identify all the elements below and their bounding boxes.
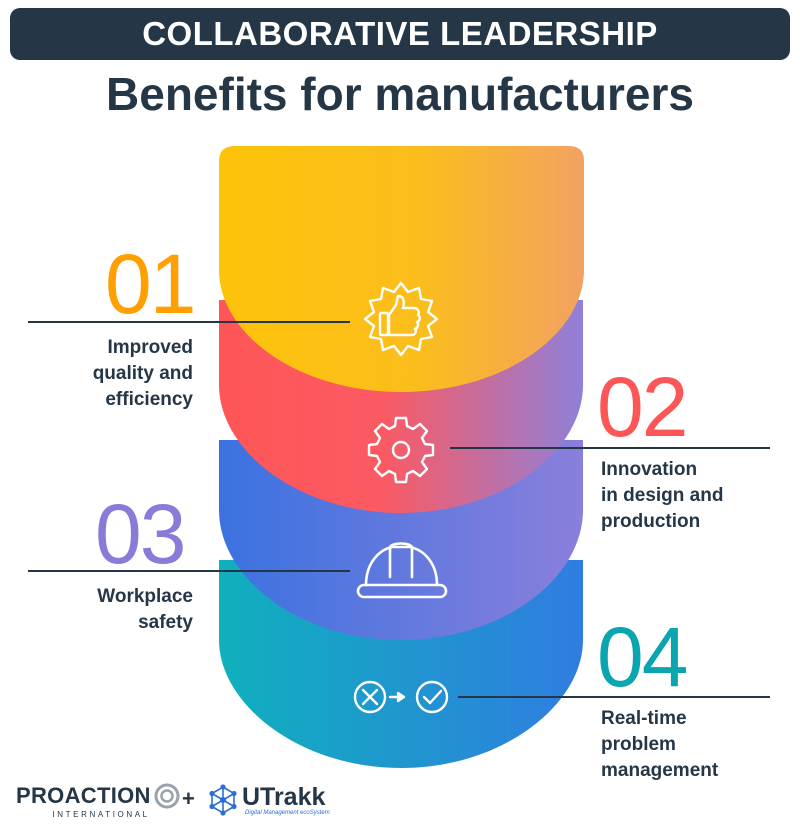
item-04-label: Real-time problem management bbox=[601, 706, 781, 784]
item-02-number: 02 bbox=[597, 360, 688, 454]
item-04-line-1: Real-time bbox=[601, 708, 687, 729]
proaction-swirl-icon bbox=[154, 783, 180, 809]
header-banner: COLLABORATIVE LEADERSHIP bbox=[10, 8, 790, 60]
utrakk-network-icon bbox=[209, 784, 237, 816]
item-01-line-2: quality and bbox=[92, 363, 193, 384]
item-03-line-1: Workplace bbox=[97, 586, 193, 607]
thumbs-up-badge-icon bbox=[363, 281, 439, 357]
layer-01-shape bbox=[219, 146, 584, 392]
proaction-logo-text: PROACTION bbox=[16, 783, 151, 808]
item-02-line-1: Innovation bbox=[601, 459, 698, 480]
item-03-label: Workplace safety bbox=[40, 584, 193, 636]
proaction-logo-subtext: INTERNATIONAL bbox=[52, 810, 150, 819]
page-title: Benefits for manufacturers bbox=[106, 68, 694, 120]
item-04-number: 04 bbox=[597, 610, 688, 704]
item-01-label: Improved quality and efficiency bbox=[40, 335, 193, 413]
item-03-line-2: safety bbox=[138, 612, 193, 633]
problem-to-solved-icon bbox=[353, 680, 449, 714]
item-01-line-3: efficiency bbox=[105, 389, 193, 410]
banner-text: COLLABORATIVE LEADERSHIP bbox=[142, 15, 658, 52]
utrakk-logo-subtext: Digital Management ecoSystem bbox=[245, 810, 330, 816]
item-01-line-1: Improved bbox=[107, 337, 193, 358]
hard-hat-icon bbox=[356, 542, 448, 599]
gear-icon bbox=[367, 416, 435, 484]
proaction-logo: PROACTION INTERNATIONAL bbox=[16, 783, 180, 819]
item-03-number: 03 bbox=[95, 487, 186, 581]
item-01-number: 01 bbox=[105, 237, 196, 331]
item-04-line-3: management bbox=[601, 760, 719, 781]
plus-sign: + bbox=[182, 786, 195, 811]
item-02-label: Innovation in design and production bbox=[601, 457, 781, 535]
item-02-line-2: in design and bbox=[601, 485, 724, 506]
item-04-line-2: problem bbox=[601, 734, 676, 755]
item-02-line-3: production bbox=[601, 511, 701, 532]
utrakk-logo-text: UTrakk bbox=[242, 783, 326, 811]
